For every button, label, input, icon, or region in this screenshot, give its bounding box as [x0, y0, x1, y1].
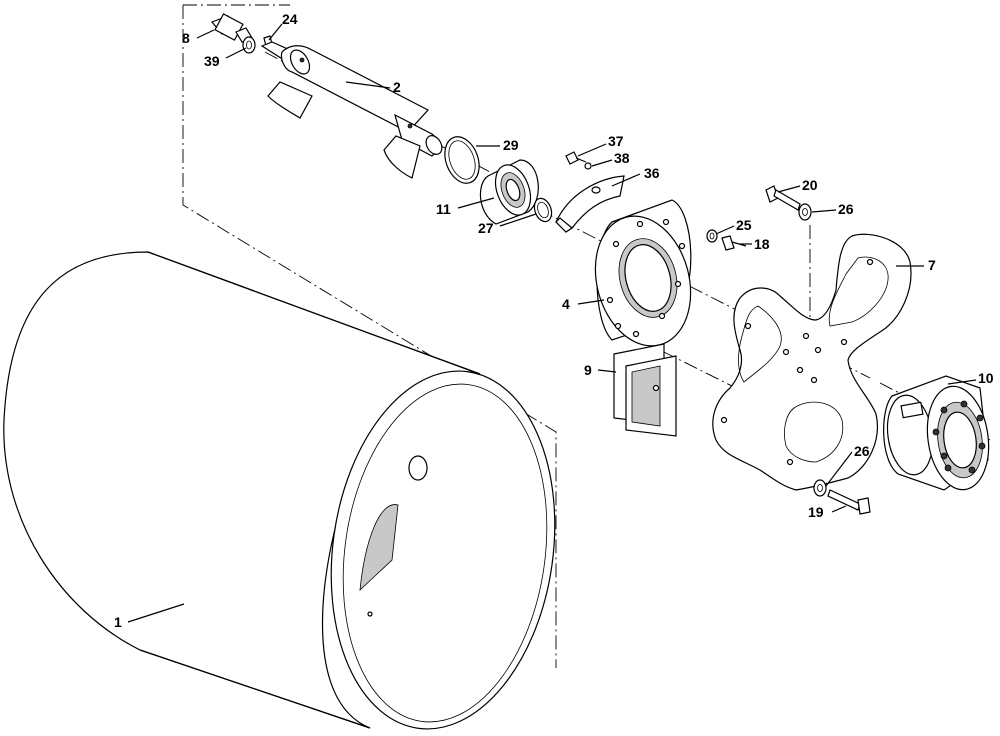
fitting-part-8 — [210, 13, 253, 43]
part-labels: 8 39 24 2 29 11 27 37 38 36 25 18 20 26 … — [114, 11, 994, 630]
label-part-19: 19 — [808, 504, 824, 520]
motor-part-10 — [883, 375, 990, 491]
label-part-26-upper: 26 — [838, 201, 854, 217]
label-part-27: 27 — [478, 220, 494, 236]
label-part-2: 2 — [393, 79, 401, 95]
shaft-part-2 — [260, 41, 443, 179]
drum-part-1 — [3, 251, 556, 730]
label-part-36: 36 — [644, 165, 660, 181]
screw-part-37 — [565, 151, 587, 165]
washer-part-38 — [584, 162, 592, 170]
bolt-part-19 — [827, 489, 871, 515]
label-part-4: 4 — [562, 296, 570, 312]
label-part-8: 8 — [182, 30, 190, 46]
label-part-26-lower: 26 — [854, 443, 870, 459]
label-part-1: 1 — [114, 614, 122, 630]
bolt-part-20 — [765, 185, 801, 211]
label-part-7: 7 — [928, 257, 936, 273]
label-part-9: 9 — [584, 362, 592, 378]
label-part-10: 10 — [978, 370, 994, 386]
label-part-11: 11 — [436, 201, 451, 217]
bolt-part-18 — [721, 235, 747, 251]
label-part-20: 20 — [802, 177, 818, 193]
flange-part-4 — [594, 199, 692, 347]
bearing-part-11 — [479, 159, 539, 225]
leader-lines — [127, 23, 977, 623]
washer-part-39 — [242, 36, 256, 54]
label-part-38: 38 — [614, 150, 630, 166]
label-part-37: 37 — [608, 133, 624, 149]
bracket-plate-part-7 — [712, 233, 912, 491]
snap-ring-part-29 — [444, 136, 480, 184]
label-part-39: 39 — [204, 53, 220, 69]
label-part-18: 18 — [754, 236, 770, 252]
circlip-part-27 — [533, 197, 553, 223]
block-part-9 — [613, 343, 677, 437]
label-part-25: 25 — [736, 217, 752, 233]
lock-washer-part-26-lower — [813, 479, 827, 497]
cover-plate-part-36 — [555, 175, 625, 233]
lock-washer-part-26-upper — [798, 203, 812, 221]
washer-part-25 — [706, 229, 718, 243]
label-part-24: 24 — [282, 11, 298, 27]
label-part-29: 29 — [503, 137, 519, 153]
